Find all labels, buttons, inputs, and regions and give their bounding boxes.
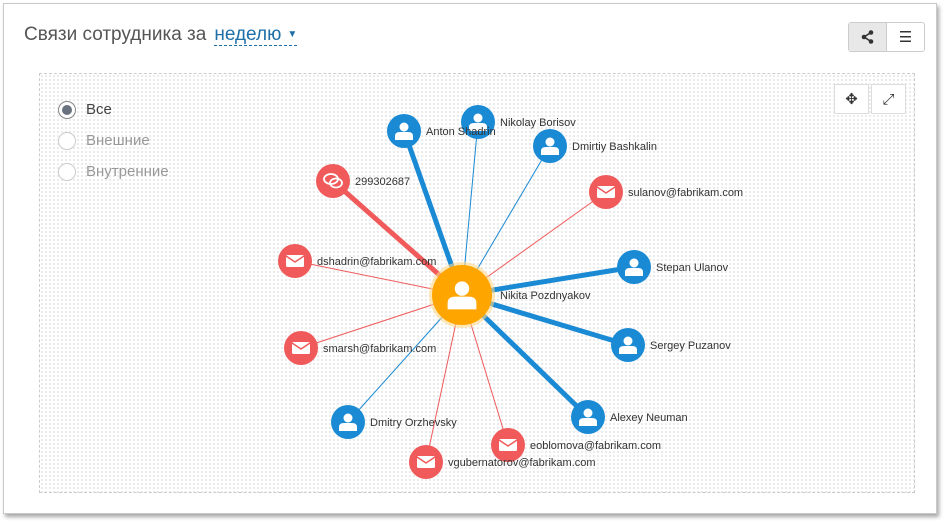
- node-label: eoblomova@fabrikam.com: [530, 440, 661, 452]
- graph-node[interactable]: [611, 328, 645, 362]
- mail-icon: [285, 255, 305, 267]
- user-icon: [339, 413, 357, 431]
- center-node[interactable]: [429, 262, 495, 328]
- graph-node[interactable]: [409, 445, 443, 479]
- filter-label: Внутренние: [86, 163, 169, 180]
- center-node-label: Nikita Pozdnyakov: [500, 290, 591, 302]
- panel-title: Связи сотрудника за неделю ▼: [24, 24, 298, 46]
- user-icon: [619, 336, 637, 354]
- filter-label: Все: [86, 101, 112, 118]
- graph-node[interactable]: [387, 114, 421, 148]
- node-label: Alexey Neuman: [610, 412, 688, 424]
- node-label: Sergey Puzanov: [650, 340, 731, 352]
- graph-node[interactable]: [316, 164, 350, 198]
- caret-down-icon: ▼: [287, 29, 298, 41]
- user-icon: [579, 408, 597, 426]
- node-label: Anton Shadrin: [426, 126, 496, 138]
- chat-icon: [323, 173, 343, 189]
- graph-controls: ✥ ⤢: [834, 84, 906, 114]
- external-node-circle: [316, 164, 350, 198]
- mail-icon: [596, 186, 616, 198]
- node-label: Nikolay Borisov: [500, 117, 576, 129]
- node-label: Stepan Ulanov: [656, 262, 729, 274]
- user-icon: [541, 137, 559, 155]
- node-label: Dmirtiy Bashkalin: [572, 141, 657, 153]
- user-icon: [447, 281, 477, 310]
- node-label: Dmitry Orzhevsky: [370, 417, 457, 429]
- node-label: smarsh@fabrikam.com: [323, 343, 436, 355]
- mail-icon: [291, 342, 311, 354]
- graph-node[interactable]: [571, 400, 605, 434]
- list-view-button[interactable]: ☰: [886, 23, 924, 51]
- graph-node[interactable]: [589, 175, 623, 209]
- node-label: sulanov@fabrikam.com: [628, 187, 743, 199]
- filter-all[interactable]: Все: [58, 94, 169, 125]
- user-icon: [395, 122, 413, 140]
- share-icon: [861, 30, 873, 44]
- graph-node[interactable]: [461, 105, 495, 139]
- graph-view-button[interactable]: [849, 23, 886, 51]
- radio-unchecked: [58, 162, 76, 181]
- filter-internal[interactable]: Внутренние: [58, 156, 169, 187]
- expand-icon: ⤢: [882, 90, 895, 108]
- view-toggle: ☰: [848, 22, 925, 52]
- filter-external[interactable]: Внешние: [58, 125, 169, 156]
- center-graph-button[interactable]: ✥: [834, 84, 869, 114]
- graph-node[interactable]: [284, 331, 318, 365]
- filter-radio-group: Все Внешние Внутренние: [58, 94, 169, 187]
- graph-node[interactable]: [533, 129, 567, 163]
- user-icon: [469, 113, 487, 131]
- period-value: неделю: [214, 24, 282, 45]
- filter-label: Внешние: [86, 132, 150, 149]
- radio-unchecked: [58, 131, 76, 150]
- user-icon: [625, 258, 643, 276]
- title-text: Связи сотрудника за: [24, 24, 207, 45]
- list-icon: ☰: [898, 29, 913, 46]
- graph-node[interactable]: [491, 428, 525, 462]
- employee-connections-panel: Связи сотрудника за неделю ▼ ☰ Anton Shadr…: [3, 3, 937, 514]
- node-label: vgubernatorov@fabrikam.com: [448, 457, 596, 469]
- period-dropdown[interactable]: неделю ▼: [214, 24, 298, 46]
- center-icon: ✥: [845, 91, 858, 108]
- graph-node[interactable]: [331, 405, 365, 439]
- radio-checked: [58, 100, 76, 119]
- node-label: dshadrin@fabrikam.com: [317, 256, 436, 268]
- node-label: 299302687: [355, 176, 410, 188]
- fullscreen-button[interactable]: ⤢: [871, 84, 906, 114]
- graph-node[interactable]: [278, 244, 312, 278]
- mail-icon: [498, 439, 518, 451]
- graph-node[interactable]: [617, 250, 651, 284]
- mail-icon: [416, 456, 436, 468]
